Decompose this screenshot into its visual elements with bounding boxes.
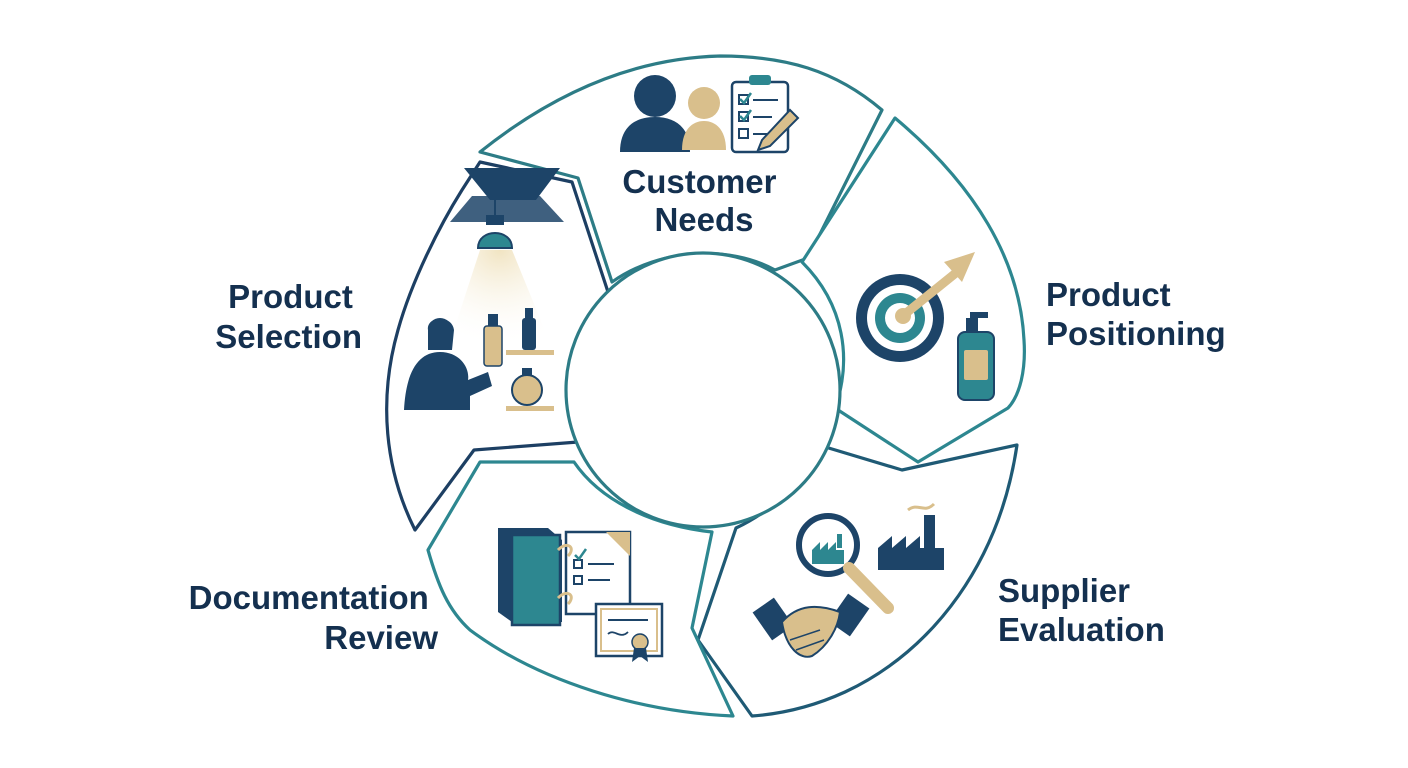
customer-needs-icon (620, 75, 800, 154)
documentation-binder-icon (498, 528, 664, 662)
label-product-positioning-line1: Product (1046, 276, 1171, 313)
label-customer-needs-line2: Needs (654, 201, 753, 238)
label-product-positioning: Product Positioning (1046, 276, 1226, 352)
supplier-handshake-icon (752, 502, 944, 658)
label-customer-needs-line1: Customer (622, 163, 776, 200)
product-spotlight-icon (404, 168, 564, 411)
label-product-positioning-line2: Positioning (1046, 315, 1226, 352)
label-product-selection-line2: Selection (215, 318, 362, 355)
label-product-selection-line1: Product (228, 278, 353, 315)
label-documentation-review-line1: Documentation (189, 579, 429, 616)
label-supplier-evaluation-line2: Evaluation (998, 611, 1165, 648)
label-supplier-evaluation-line1: Supplier (998, 572, 1130, 609)
label-customer-needs: Customer Needs (622, 163, 785, 238)
label-documentation-review: Documentation Review (189, 579, 439, 656)
label-supplier-evaluation: Supplier Evaluation (998, 572, 1165, 648)
label-documentation-review-line2: Review (324, 619, 438, 656)
target-arrow-icon (856, 252, 995, 401)
center-hub (564, 251, 842, 529)
label-product-selection: Product Selection (215, 278, 362, 355)
